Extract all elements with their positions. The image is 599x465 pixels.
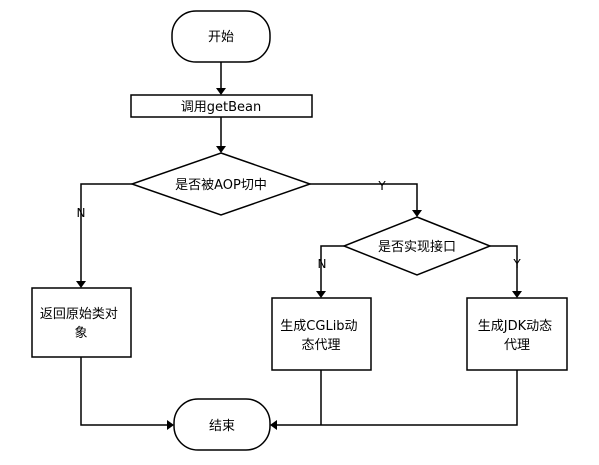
edge-interface-yes-to-jdk: Y: [490, 245, 522, 298]
edge-start-to-getbean: [216, 62, 226, 95]
node-start-label: 开始: [208, 30, 234, 45]
node-end: 结束: [173, 398, 271, 451]
node-cglib-proxy: 生成CGLib动 态代理: [271, 297, 372, 371]
node-jdk-proxy: 生成JDK动态 代理: [466, 297, 568, 371]
node-return-original: 返回原始类对 象: [31, 287, 132, 358]
decision-aop-label: 是否被AOP切中: [175, 178, 267, 193]
node-return-original-line-1: 返回原始类对: [40, 307, 118, 322]
node-call-getbean-label: 调用getBean: [181, 100, 261, 115]
node-start: 开始: [171, 10, 271, 63]
node-return-original-line-2: 象: [74, 326, 87, 341]
node-jdk-proxy-line-2: 代理: [504, 338, 530, 353]
edge-label-aop-yes: Y: [377, 179, 386, 193]
node-cglib-proxy-line-2: 态代理: [301, 338, 340, 353]
edge-label-aop-no: N: [77, 206, 86, 220]
node-cglib-proxy-line-1: 生成CGLib动: [280, 319, 357, 334]
edge-jdk-to-end: [270, 370, 518, 430]
edge-label-interface-yes: Y: [512, 257, 521, 271]
edge-label-interface-no: N: [318, 257, 327, 271]
node-jdk-proxy-line-1: 生成JDK动态: [478, 319, 552, 334]
edge-original-to-end: [80, 357, 174, 430]
node-call-getbean: 调用getBean: [130, 94, 313, 118]
node-cglib-proxy-label: 生成CGLib动 态代理: [280, 319, 361, 353]
edge-getbean-to-aop-decision: [216, 117, 226, 153]
edge-interface-no-to-cglib: N: [316, 245, 344, 298]
decision-aop: 是否被AOP切中: [129, 152, 313, 216]
node-end-label: 结束: [209, 419, 235, 434]
decision-interface: 是否实现接口: [341, 216, 493, 276]
edge-aop-no-to-original: N: [76, 183, 132, 288]
node-jdk-proxy-label: 生成JDK动态 代理: [478, 319, 557, 353]
decision-interface-label: 是否实现接口: [378, 239, 456, 255]
edge-aop-yes-to-interface-decision: Y: [310, 179, 422, 217]
node-return-original-label: 返回原始类对 象: [40, 307, 122, 341]
